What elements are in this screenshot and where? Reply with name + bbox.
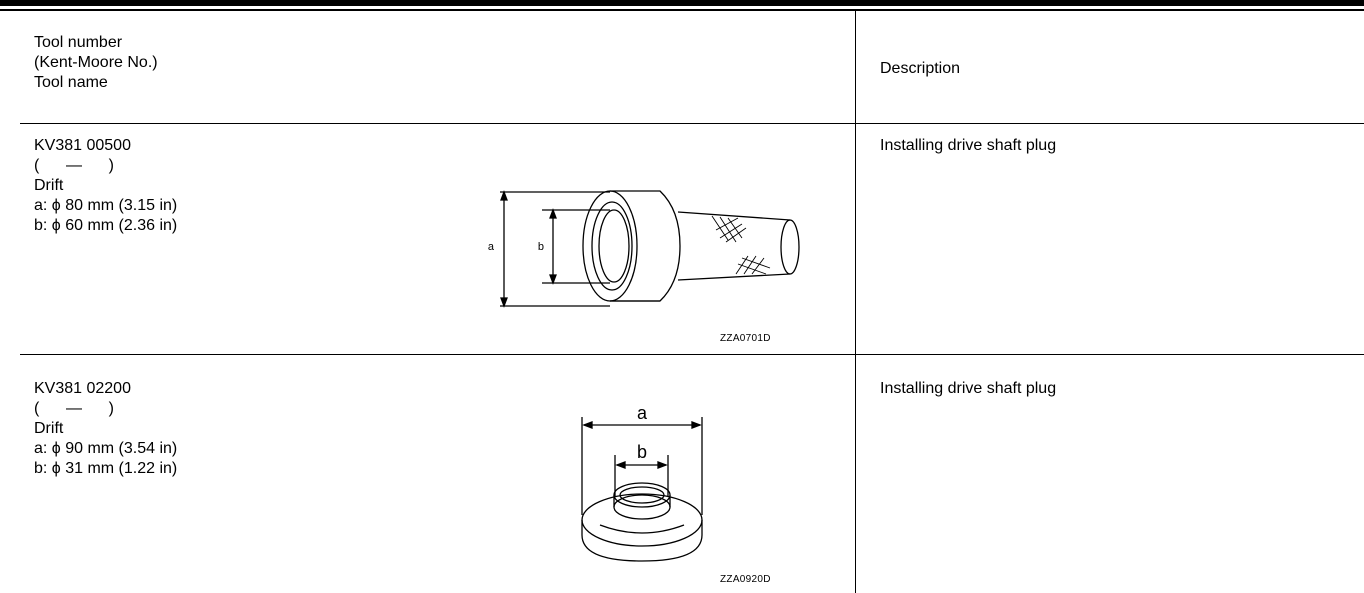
row1-dim-a: a: ϕ 80 mm (3.15 in) [34, 197, 178, 214]
row1-tool-number: KV381 00500 [34, 137, 131, 154]
header-tool-column: Tool number (Kent-Moore No.) Tool name [34, 33, 158, 93]
row1-description: Installing drive shaft plug [880, 137, 1057, 154]
row2-kent-moore: ( — ) [34, 400, 114, 417]
row2-diagram-label-a: a [637, 403, 648, 423]
drift-kv38100500-drawing: a b [488, 190, 800, 308]
row1-diagram-label-a: a [488, 241, 495, 253]
top-rule-thick [0, 0, 1364, 6]
row2-tool-number: KV381 02200 [34, 380, 131, 397]
top-rule-thin [0, 9, 1364, 11]
row1-rule [20, 354, 1364, 355]
row1-dim-b: b: ϕ 60 mm (2.36 in) [34, 217, 178, 234]
header-row-rule [20, 123, 1364, 124]
header-tool-name: Tool name [34, 74, 108, 91]
row2-tool-name: Drift [34, 420, 64, 437]
row2-dim-b: b: ϕ 31 mm (1.22 in) [34, 460, 178, 477]
header-description: Description [880, 60, 961, 77]
row1-kent-moore: ( — ) [34, 157, 114, 174]
row2-dim-a: a: ϕ 90 mm (3.54 in) [34, 440, 178, 457]
row2-diagram-label-b: b [637, 442, 647, 462]
row1-tool-name: Drift [34, 177, 64, 194]
row1-diagram-label-b: b [538, 241, 544, 253]
header-kent-moore: (Kent-Moore No.) [34, 54, 158, 71]
row1-image-code: ZZA0701D [720, 333, 771, 344]
row2-tool-info: KV381 02200 ( — ) Drift a: ϕ 90 mm (3.54… [34, 379, 177, 479]
row2-image-code: ZZA0920D [720, 574, 771, 585]
row1-tool-info: KV381 00500 ( — ) Drift a: ϕ 80 mm (3.15… [34, 136, 177, 236]
row2-description: Installing drive shaft plug [880, 380, 1057, 397]
drift-kv38102200-drawing: a b [581, 403, 703, 562]
column-divider [855, 11, 856, 593]
header-tool-number: Tool number [34, 34, 123, 51]
